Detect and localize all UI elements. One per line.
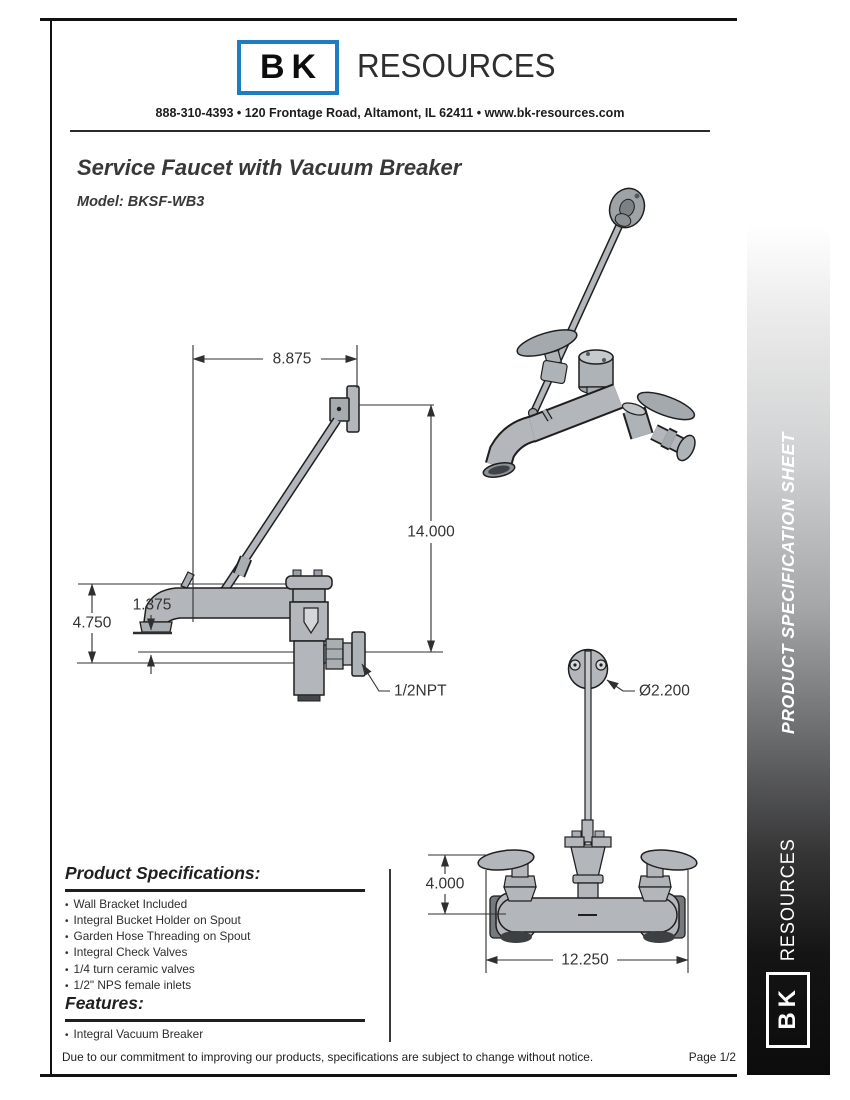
- spec-list-item: • Integral Vacuum Breaker: [65, 1027, 377, 1043]
- frame-left-line: [50, 18, 52, 1077]
- left-handle-iso: [516, 329, 578, 385]
- dim-outlet-offset: 1.375: [133, 597, 172, 614]
- frame-bottom-line: [40, 1074, 737, 1077]
- spec-list-item: • Integral Check Valves: [65, 945, 377, 961]
- faucet-body-front: [489, 892, 686, 943]
- bullet-icon: •: [65, 899, 69, 911]
- dimension-lines: [88, 345, 435, 692]
- features-underline: [65, 1019, 365, 1022]
- bk-logo: BK: [237, 40, 339, 95]
- spec-item-text: Integral Check Valves: [73, 945, 188, 960]
- bk-logo-text: BK: [259, 48, 324, 86]
- spec-item-text: Garden Hose Threading on Spout: [73, 929, 251, 944]
- dim-center-height: 4.000: [426, 876, 465, 893]
- sidebar-title: PRODUCT SPECIFICATION SHEET: [747, 432, 830, 734]
- specifications-heading: Product Specifications:: [65, 863, 261, 883]
- isometric-view-drawing: [482, 187, 696, 478]
- contact-info: 888-310-4393 • 120 Frontage Road, Altamo…: [155, 106, 625, 120]
- label-bg: [553, 950, 617, 971]
- dim-bracket-diameter: Ø2.200: [639, 683, 690, 700]
- features-heading: Features:: [65, 993, 144, 1013]
- label-bg: [397, 521, 465, 543]
- label-bg: [419, 874, 472, 894]
- right-inlet-iso: [650, 424, 696, 462]
- center-vacuum-breaker-front: [564, 830, 612, 901]
- dim-wall-height: 14.000: [407, 524, 455, 541]
- front-view-drawing: Ø2.200 4.000 12.250: [419, 648, 698, 973]
- spec-item-text: 1/4 turn ceramic valves: [73, 961, 195, 976]
- brand-name: RESOURCES: [357, 47, 556, 84]
- sidebar-bk-text: BK: [774, 985, 801, 1030]
- wall-bracket-side: [329, 385, 360, 433]
- features-list: • Integral Vacuum Breaker: [65, 1027, 377, 1043]
- product-specifications-section: Product Specifications: • Wall Bracket In…: [65, 863, 377, 994]
- sidebar-banner: PRODUCT SPECIFICATION SHEET RESOURCES BK: [747, 225, 830, 1075]
- column-divider: [389, 869, 391, 1042]
- bullet-icon: •: [65, 1029, 69, 1041]
- spec-list-item: • 1/2" NPS female inlets: [65, 978, 377, 994]
- spec-list-item: • 1/4 turn ceramic valves: [65, 962, 377, 978]
- bullet-icon: •: [65, 948, 69, 960]
- spec-list-item: • Garden Hose Threading on Spout: [65, 929, 377, 945]
- dim-spout-reach: 8.875: [273, 351, 312, 368]
- spec-item-text: Integral Bucket Holder on Spout: [73, 912, 241, 927]
- inlet-side: [323, 631, 366, 677]
- header-divider: [70, 130, 710, 132]
- sidebar-title-text: PRODUCT SPECIFICATION SHEET: [778, 432, 798, 734]
- bullet-icon: •: [65, 964, 69, 976]
- disclaimer-text: Due to our commitment to improving our p…: [62, 1050, 594, 1064]
- sidebar-brand: RESOURCES: [747, 835, 830, 965]
- vacuum-breaker-side: [285, 569, 333, 702]
- spec-list-item: • Wall Bracket Included: [65, 897, 377, 913]
- sidebar-brand-text: RESOURCES: [777, 838, 799, 962]
- model-number: Model: BKSF-WB3: [77, 194, 205, 210]
- frame-top-line: [40, 18, 737, 21]
- specifications-list: • Wall Bracket Included • Integral Bucket H…: [65, 897, 377, 995]
- label-bg: [263, 348, 321, 369]
- page-number: Page 1/2: [688, 1050, 736, 1064]
- dim-body-drop: 4.750: [73, 615, 112, 632]
- spec-item-text: Integral Vacuum Breaker: [73, 1026, 204, 1041]
- sidebar-bk-logo: BK: [766, 972, 810, 1048]
- page-title: Service Faucet with Vacuum Breaker: [77, 155, 462, 180]
- specifications-underline: [65, 889, 365, 892]
- spec-item-text: Wall Bracket Included: [73, 896, 188, 911]
- right-valve-front: [638, 849, 698, 902]
- spec-item-text: 1/2" NPS female inlets: [73, 977, 192, 992]
- features-section: Features: • Integral Vacuum Breaker: [65, 993, 377, 1043]
- spec-list-item: • Integral Bucket Holder on Spout: [65, 913, 377, 929]
- dim-overall-width: 12.250: [561, 952, 609, 969]
- spout-iso: [482, 383, 623, 478]
- vacuum-breaker-iso: [578, 349, 614, 404]
- support-rod-front: [581, 650, 594, 846]
- dimension-lines-front: [428, 679, 689, 973]
- right-valve-iso: [621, 391, 696, 440]
- dim-inlet-size: 1/2NPT: [394, 683, 447, 700]
- bullet-icon: •: [65, 980, 69, 992]
- bullet-icon: •: [65, 932, 69, 944]
- left-valve-front: [477, 849, 537, 902]
- footer: Due to our commitment to improving our p…: [62, 1050, 736, 1064]
- wall-flange-iso: [608, 187, 646, 229]
- bullet-icon: •: [65, 915, 69, 927]
- label-bg: [66, 613, 118, 633]
- side-view-drawing: 8.875 14.000 4.750 1.375 1/2NPT: [66, 345, 465, 702]
